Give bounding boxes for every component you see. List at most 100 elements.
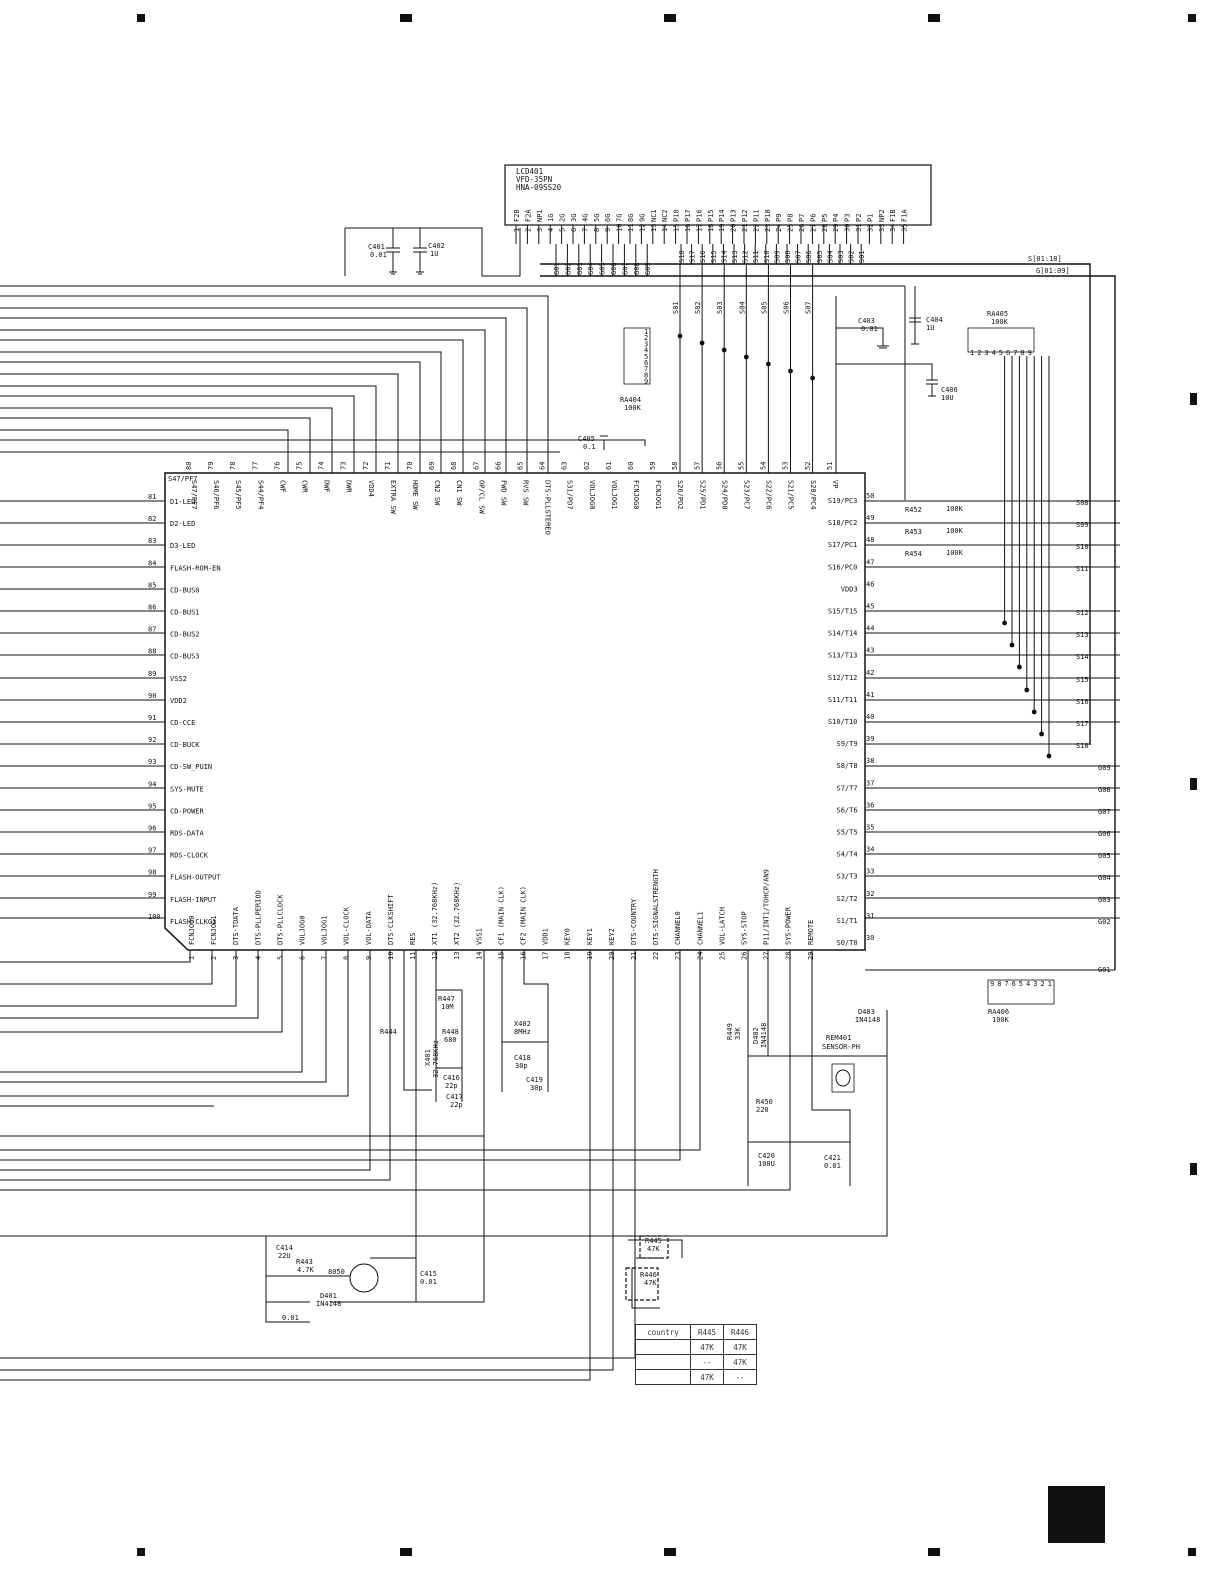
lcd-pin-num: 32 xyxy=(866,224,874,232)
ic-right-pin-name: S11/T11 xyxy=(828,696,858,704)
ic-right-pin-num: 32 xyxy=(866,890,874,898)
table-cell: 47K xyxy=(690,1369,724,1385)
lcd-pin-name: 9G xyxy=(638,214,646,222)
ic-left-pin-name: FLASH-INPUT xyxy=(170,896,217,904)
lcd-pin-num: 5 xyxy=(559,228,567,232)
table-cell xyxy=(635,1354,691,1370)
ic-left-pin-name: FLASH-ROM-EN xyxy=(170,564,221,572)
ic-right-pin-name: S18/PC2 xyxy=(828,519,858,527)
ic-top-pin-name: S44/PF4 xyxy=(256,480,264,510)
ra406-pin-num: 7 xyxy=(1004,980,1008,988)
ic-bottom-pin-name: FCNJOG0 xyxy=(188,915,196,945)
ic-bottom-pin-name: REMOTE xyxy=(807,920,815,945)
ic-left-pin-name: SYS-MUTE xyxy=(170,785,204,793)
lcd-pin-num: 11 xyxy=(627,224,635,232)
lcd-pin-name: 2G xyxy=(559,214,567,222)
ic-top-pin-name: VOLJOG0 xyxy=(588,480,596,510)
r446-ref: R446 xyxy=(640,1271,657,1279)
ra406-val: 100K xyxy=(992,1016,1010,1024)
r453-ref: R453 xyxy=(905,528,922,536)
ra405-junction xyxy=(1039,731,1044,737)
ic-bottom-pin-num: 28 xyxy=(785,952,793,960)
ic-right-pin-name: S10/T10 xyxy=(828,718,858,726)
ra404-val: 100K xyxy=(624,404,642,412)
ra405-junction xyxy=(1009,642,1015,648)
ic-top-pin-name: HOME SW xyxy=(411,480,419,510)
s-tap-junction xyxy=(677,333,683,339)
lcd-pin-name: 8G xyxy=(627,214,635,222)
ic-right-pin-name: S4/T4 xyxy=(837,851,858,859)
ic-left-pin-num: 94 xyxy=(148,780,156,788)
r452-val: 100K xyxy=(946,505,964,513)
ra405-pin-num: 3 xyxy=(984,349,988,357)
ic-right-pin-name: S6/T6 xyxy=(837,806,858,814)
lcd-pin-name: P7 xyxy=(798,214,806,222)
grid-tap-label: G06 xyxy=(610,262,618,275)
lcd-pin-name: P17 xyxy=(684,209,692,222)
seg-tap-label: S02 xyxy=(848,250,856,263)
c405-val: 0.1 xyxy=(583,443,596,451)
ic-left-pin-num: 82 xyxy=(148,515,156,523)
ic-bottom-pin-name: XT2 (32.768KHz) xyxy=(453,882,461,945)
table-header: country xyxy=(635,1324,691,1340)
lcd-pin-num: 4 xyxy=(547,228,555,232)
ic-bottom-pin-num: 20 xyxy=(608,952,616,960)
lcd-pin-name: 1G xyxy=(547,214,555,222)
lcd-pin-num: 14 xyxy=(661,224,669,232)
grid-tap-label: G04 xyxy=(587,262,595,275)
ic-left-pin-name: CD-BUS0 xyxy=(170,586,200,594)
ic-corner-pin-name: S47/PF7 xyxy=(168,475,198,483)
ic-left-pin-name: CD-BUS1 xyxy=(170,609,200,617)
ic-bottom-pin-num: 12 xyxy=(431,952,439,960)
ic-top-pin-num: 66 xyxy=(494,462,502,470)
ic-right-pins: 50S19/PC349S18/PC248S17/PC147S16/PC046VD… xyxy=(828,492,875,947)
ic-bottom-pin-num: 27 xyxy=(763,952,771,960)
lcd-pin-name: P12 xyxy=(741,209,749,222)
ic-top-pin-name: FCNJOG0 xyxy=(632,480,640,510)
c414-ref: C414 xyxy=(276,1244,293,1252)
lcd-pin-name: P15 xyxy=(707,209,715,222)
d403-val: IN4148 xyxy=(855,1016,880,1024)
main-ic: 80S47/PF779S46/PF678S45/PF577S44/PF476CW… xyxy=(148,462,874,960)
ic-left-pin-name: RDS-CLOCK xyxy=(170,852,209,860)
ic-bottom-pin-name: KEY1 xyxy=(586,928,594,945)
ic-bottom-pin-name: DTS-PLLCLOCK xyxy=(276,894,284,945)
ic-bottom-pin-num: 17 xyxy=(542,952,550,960)
lcd-pin-num: 7 xyxy=(581,228,589,232)
ic-bottom-pin-num: 9 xyxy=(365,956,373,960)
ra406-ref: RA406 xyxy=(988,1008,1009,1016)
ic-left-pin-name: CD-CCE xyxy=(170,719,195,727)
ic-top-pin-num: 56 xyxy=(715,462,723,470)
lcd-pin-num: 29 xyxy=(832,224,840,232)
ic-right-pin-num: 43 xyxy=(866,647,874,655)
ic-left-pin-name: CD-SW_PUIN xyxy=(170,763,212,771)
ic-right-pin-num: 34 xyxy=(866,846,874,854)
c414-val: 22U xyxy=(278,1252,291,1260)
right-grid-label: G06 xyxy=(1098,830,1111,838)
r443-ref: R443 xyxy=(296,1258,313,1266)
ra405-junction xyxy=(1046,753,1052,759)
ic-left-pin-name: CD-BUCK xyxy=(170,741,200,749)
ic-left-pin-num: 99 xyxy=(148,891,156,899)
s-tap-label: S01 xyxy=(672,301,680,314)
ic-left-pin-num: 89 xyxy=(148,670,156,678)
ic-left-pin-name: RDS-DATA xyxy=(170,830,205,838)
s-tap-label: S04 xyxy=(738,301,746,314)
ra406-pin-num: 8 xyxy=(997,980,1001,988)
ra404-pin-num: 9 xyxy=(644,378,648,386)
ic-right-pin-num: 41 xyxy=(866,691,874,699)
lcd-pin-num: 27 xyxy=(809,224,817,232)
ic-right-pin-name: VDD3 xyxy=(841,585,858,593)
ic-bottom-pin-name: VOL-CLOCK xyxy=(343,906,351,945)
ic-top-pin-num: 52 xyxy=(804,462,812,470)
ic-bottom-pin-name: RES xyxy=(409,932,417,945)
lcd-pin-name: F2A xyxy=(524,209,532,222)
right-seg-label: S18 xyxy=(1076,742,1089,750)
lcd-pin-num: 6 xyxy=(570,228,578,232)
ic-right-pin-name: S3/T3 xyxy=(837,873,858,881)
page-corner-block xyxy=(1048,1486,1105,1543)
ic-top-pin-name: S20/PC4 xyxy=(809,480,817,510)
ic-left-pin-num: 90 xyxy=(148,692,156,700)
